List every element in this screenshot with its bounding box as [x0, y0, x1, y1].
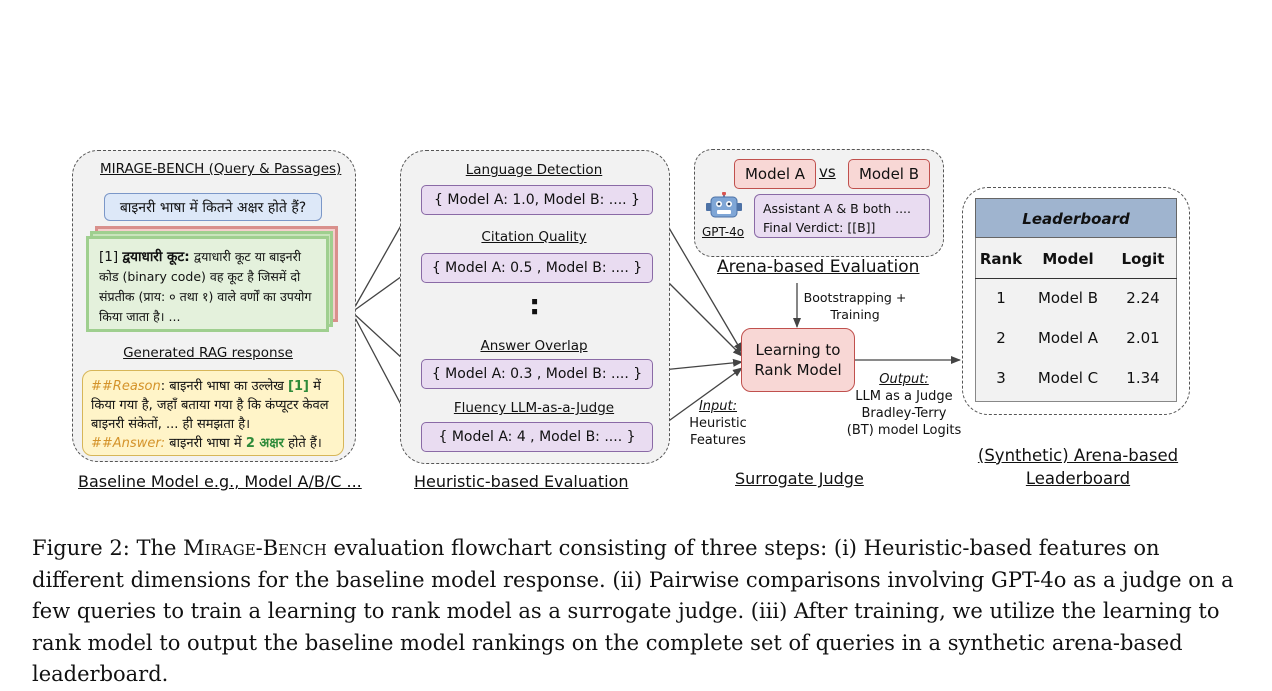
model-cell: Model C [1037, 369, 1099, 387]
leaderboard-footer-line-2: Leaderboard [1025, 469, 1131, 488]
answer-overlap-box: { Model A: 0.3 , Model B: .... } [421, 359, 653, 389]
citation-quality-title: Citation Quality [481, 229, 587, 245]
caption-bench-name: Mirage-Bench [183, 536, 327, 560]
arena-title: Arena-based Evaluation [717, 257, 920, 277]
bootstrapping-label: Bootstrapping + Training [800, 289, 910, 323]
mirage-bench-title: MIRAGE-BENCH (Query & Passages) [100, 161, 342, 177]
reason-text-2: में किया गया है, जहाँ बताया गया है कि कं… [91, 379, 329, 432]
rank-cell: 1 [996, 289, 1006, 308]
output-line-3: (BT) model Logits [846, 423, 962, 438]
language-detection-title: Language Detection [465, 162, 603, 178]
reason-citation: [1] [288, 379, 309, 394]
caption-prefix: Figure 2: The [32, 536, 184, 560]
output-line-2: Bradley-Terry [861, 406, 947, 421]
gpt4o-label: GPT-4o [702, 225, 745, 239]
passage-card: [1] द्वयाधारी कूट: द्वयाधारी कूट या बाइन… [86, 236, 329, 332]
leaderboard-title: Leaderboard [975, 198, 1177, 238]
input-line-1: Heuristic [689, 416, 747, 431]
answer-text-1: बाइनरी भाषा में [165, 436, 246, 451]
model-b-pill: Model B [848, 159, 930, 189]
header-logit: Logit [1121, 249, 1165, 268]
passage-text: द्वयाधारी कूट या बाइनरी कोड (binary code… [99, 249, 312, 324]
passage-id: [1] [99, 249, 119, 265]
leaderboard-footer-line-1: (Synthetic) Arena-based [977, 446, 1179, 465]
verdict-line-2: Final Verdict: [[B]] [763, 220, 876, 235]
header-rank: Rank [979, 249, 1023, 268]
language-detection-box: { Model A: 1.0, Model B: .... } [421, 185, 653, 215]
input-line-2: Features [690, 433, 746, 448]
figure-caption: Figure 2: The Mirage-Bench evaluation fl… [32, 533, 1244, 691]
rank-cell: 3 [996, 369, 1006, 387]
logit-cell: 2.01 [1126, 329, 1160, 347]
verdict-box: Assistant A & B both .... Final Verdict:… [754, 194, 930, 238]
header-model: Model [1042, 249, 1094, 268]
model-cell: Model A [1037, 329, 1099, 347]
answer-text-2: होते हैं। [283, 436, 322, 451]
model-a-pill: Model A [734, 159, 816, 189]
caption-rest: evaluation flowchart consisting of three… [32, 536, 1234, 686]
input-heading: Input: [698, 399, 738, 414]
output-line-1: LLM as a Judge [855, 389, 953, 404]
ltr-line-2: Rank Model [754, 361, 842, 379]
citation-quality-box: { Model A: 0.5 , Model B: .... } [421, 253, 653, 283]
input-label: Input: Heuristic Features [682, 398, 754, 449]
leaderboard-table: Rank Model Logit 1 Model B 2.24 2 Model … [975, 240, 1177, 398]
reason-text-1: : बाइनरी भाषा का उल्लेख [160, 379, 289, 394]
table-row: 3 Model C 1.34 [975, 358, 1177, 398]
answer-overlap-title: Answer Overlap [480, 338, 588, 354]
rank-cell: 2 [996, 329, 1006, 347]
table-row: 1 Model B 2.24 [975, 278, 1177, 318]
answer-bold: 2 अक्षर [245, 436, 284, 451]
leaderboard-footer: (Synthetic) Arena-based Leaderboard [958, 444, 1198, 490]
output-label: Output: LLM as a Judge Bradley-Terry (BT… [838, 371, 970, 439]
robot-icon [706, 191, 742, 222]
output-heading: Output: [879, 372, 929, 387]
ltr-model-box: Learning to Rank Model [741, 328, 855, 392]
ltr-line-1: Learning to [755, 341, 841, 359]
vs-label: vs [819, 163, 836, 181]
passage-heading: द्वयाधारी कूट: [122, 249, 190, 265]
fluency-title: Fluency LLM-as-a-Judge [453, 400, 615, 416]
verdict-line-1: Assistant A & B both .... [763, 201, 911, 216]
surrogate-footer: Surrogate Judge [735, 469, 864, 488]
table-row: 2 Model A 2.01 [975, 318, 1177, 358]
query-box: बाइनरी भाषा में कितने अक्षर होते हैं? [104, 193, 322, 221]
more-heuristics-ellipsis: : [529, 288, 541, 321]
reason-tag: ##Reason [91, 379, 161, 394]
rag-response-title: Generated RAG response [123, 345, 293, 361]
logit-cell: 2.24 [1126, 289, 1160, 308]
heuristic-footer: Heuristic-based Evaluation [414, 472, 629, 491]
fluency-box: { Model A: 4 , Model B: .... } [421, 422, 653, 452]
model-cell: Model B [1037, 289, 1099, 308]
answer-tag: ##Answer: [91, 436, 166, 451]
baseline-footer: Baseline Model e.g., Model A/B/C ... [78, 472, 362, 491]
bootstrap-line-2: Training [830, 307, 880, 322]
bootstrap-line-1: Bootstrapping + [803, 290, 907, 305]
logit-cell: 1.34 [1126, 369, 1160, 387]
leaderboard-header-row: Rank Model Logit [975, 240, 1177, 278]
rag-response-box: ##Reason: बाइनरी भाषा का उल्लेख [1] में … [82, 370, 344, 456]
